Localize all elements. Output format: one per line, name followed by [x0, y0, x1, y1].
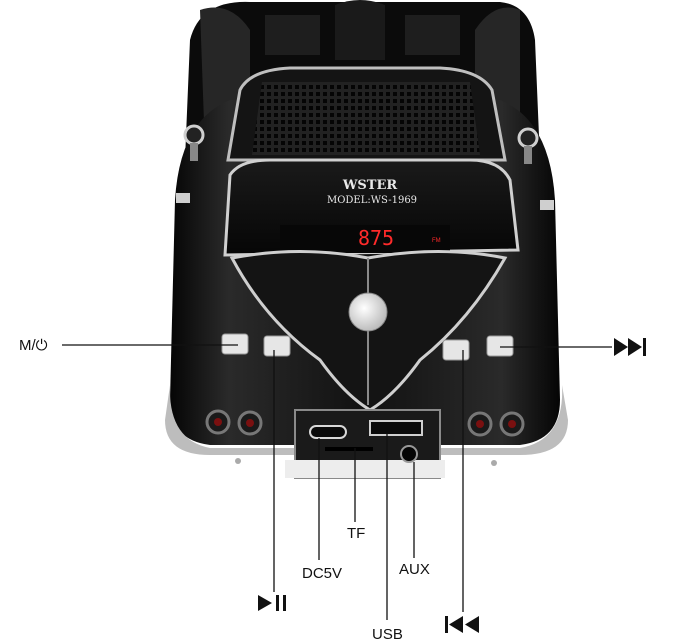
usb-c-port[interactable] [309, 425, 347, 439]
volume-knob[interactable] [348, 292, 388, 332]
tf-card-slot[interactable] [325, 447, 373, 451]
dc5v-label: DC5V [302, 565, 342, 582]
play-pause-button[interactable] [263, 335, 291, 357]
previous-track-button[interactable] [442, 339, 470, 361]
tf-label: TF [347, 525, 365, 542]
usb-port[interactable] [369, 420, 423, 436]
left-wheel-bolt [235, 458, 241, 464]
callout-lines [62, 344, 612, 620]
aux-jack[interactable] [400, 445, 418, 463]
left-headlights [205, 409, 263, 436]
brand-name: WSTER [342, 178, 398, 193]
mode-power-button[interactable] [221, 333, 249, 355]
previous-track-icon [445, 616, 479, 633]
right-headlights [467, 411, 525, 437]
aux-label: AUX [399, 561, 430, 578]
usb-label: USB [372, 626, 403, 643]
right-wheel-bolt [491, 460, 497, 466]
right-door-handle [540, 200, 554, 210]
speaker-grille [226, 66, 507, 162]
mode-power-label: M/⏻ [19, 337, 48, 354]
left-mirror [183, 124, 205, 161]
left-door-handle [176, 193, 190, 203]
display-readout: 875 [358, 226, 394, 250]
play-pause-icon [258, 595, 286, 611]
display-panel [223, 158, 520, 257]
display-fm-indicator: FM [432, 238, 441, 244]
model-label: MODEL:WS-1969 [327, 195, 417, 206]
next-track-button[interactable] [486, 335, 514, 357]
next-track-icon [614, 338, 646, 356]
right-mirror [517, 127, 539, 164]
